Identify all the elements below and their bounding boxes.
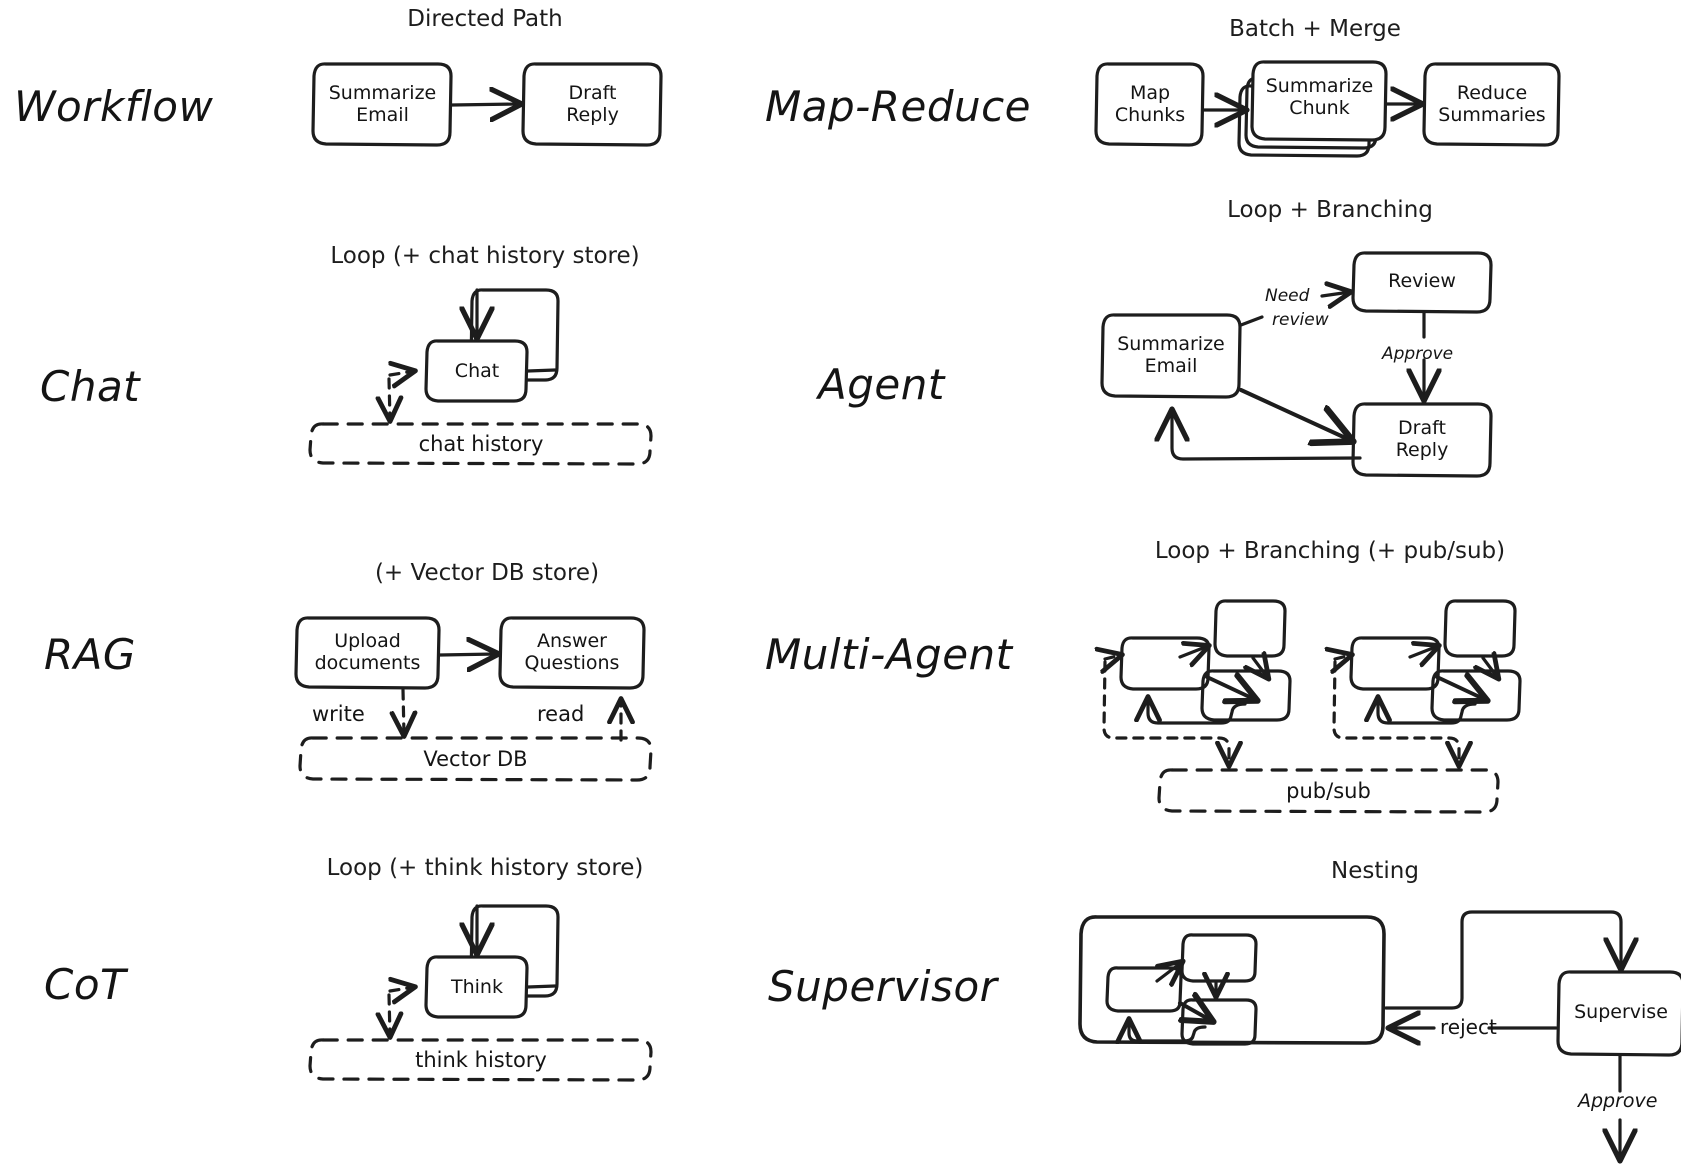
row-label-chat: Chat xyxy=(40,362,141,411)
node-summarize-email xyxy=(311,62,453,147)
caption-directed-path: Directed Path xyxy=(407,6,563,32)
ma-cluster-2-right-node xyxy=(1430,669,1522,722)
edge-to-review xyxy=(1320,292,1350,296)
edge-summarize-to-draft-agent xyxy=(1239,388,1350,440)
caption-vector-db-store: (+ Vector DB store) xyxy=(374,560,600,586)
caption-nesting: Nesting xyxy=(1331,858,1419,884)
store-label-vector-db: Vector DB xyxy=(423,747,528,771)
ma-cluster-1-right-node xyxy=(1200,669,1292,722)
edge-label-read: read xyxy=(537,702,585,726)
row-label-cot: CoT xyxy=(44,960,127,1009)
store-label-chat-history: chat history xyxy=(418,432,544,456)
caption-loop-chat: Loop (+ chat history store) xyxy=(330,243,640,269)
ma-cluster-1-left-node xyxy=(1119,636,1211,691)
ma-cluster-2-left-node xyxy=(1349,636,1441,691)
node-answer-questions xyxy=(498,616,646,690)
edge-store-to-think xyxy=(390,987,414,991)
caption-loop-branching: Loop + Branching xyxy=(1227,197,1433,223)
edge-think-to-store xyxy=(389,993,390,1036)
node-agent-draft-reply xyxy=(1351,402,1493,478)
ma-cluster-1-top-node xyxy=(1213,599,1287,658)
node-chat-shadow xyxy=(469,288,560,382)
node-upload-documents xyxy=(294,616,441,690)
subgraph-nodes xyxy=(1105,933,1258,1046)
edge-label-review: review xyxy=(1272,310,1329,330)
store-label-pub-sub: pub/sub xyxy=(1286,779,1371,803)
edge-store-to-chat xyxy=(390,371,414,375)
node-supervise xyxy=(1556,970,1681,1057)
row-label-rag: RAG xyxy=(44,630,136,679)
caption-loop-branching-pubsub: Loop + Branching (+ pub/sub) xyxy=(1154,538,1506,564)
edge-label-write: write xyxy=(312,702,365,726)
caption-batch-merge: Batch + Merge xyxy=(1229,16,1401,42)
caption-loop-think: Loop (+ think history store) xyxy=(326,855,644,881)
edge-label-need: Need xyxy=(1265,286,1310,306)
sub-node-left xyxy=(1105,966,1183,1013)
store-vector-db xyxy=(298,736,653,782)
edge-label-approve-bottom: Approve xyxy=(1578,1090,1658,1112)
row-label-map-reduce: Map-Reduce xyxy=(765,82,1032,131)
edge-label-reject: reject xyxy=(1440,1015,1497,1039)
edge-upload-to-answer xyxy=(438,654,496,655)
ma-cluster-2 xyxy=(1334,599,1522,765)
node-agent-summarize-email xyxy=(1100,313,1242,399)
ma-cluster-1 xyxy=(1104,599,1292,765)
node-think-shadow xyxy=(469,904,560,998)
edge-summarize-to-draft xyxy=(450,104,519,105)
store-think-history xyxy=(308,1038,653,1082)
row-label-multi-agent: Multi-Agent xyxy=(765,630,1013,679)
row-label-workflow: Workflow xyxy=(14,82,214,131)
node-summarize-chunk xyxy=(1237,60,1388,158)
edge-summarize-branch-tail xyxy=(1239,315,1264,327)
ma-cluster-2-top-node xyxy=(1443,599,1517,658)
subgraph-container xyxy=(1078,915,1386,1045)
edge-chat-selfloop-tail xyxy=(526,368,557,373)
node-map-chunks xyxy=(1094,62,1205,147)
node-chat xyxy=(424,339,529,403)
node-agent-review xyxy=(1351,251,1493,314)
row-label-supervisor: Supervisor xyxy=(768,962,998,1011)
edge-write xyxy=(403,688,404,735)
row-label-agent: Agent xyxy=(818,360,945,409)
edge-label-approve: Approve xyxy=(1382,344,1454,364)
store-pub-sub xyxy=(1157,768,1500,814)
store-chat-history xyxy=(308,422,653,466)
edge-chat-to-store xyxy=(389,377,390,420)
edge-subgraph-to-supervise xyxy=(1384,910,1621,1010)
store-label-think-history: think history xyxy=(415,1048,547,1072)
edge-draft-back-to-summarize xyxy=(1172,412,1362,461)
edge-think-selfloop-tail xyxy=(526,984,557,989)
sub-node-top xyxy=(1180,933,1258,983)
node-draft-reply xyxy=(521,62,663,147)
node-think xyxy=(424,955,529,1019)
node-reduce-summaries xyxy=(1422,62,1561,147)
